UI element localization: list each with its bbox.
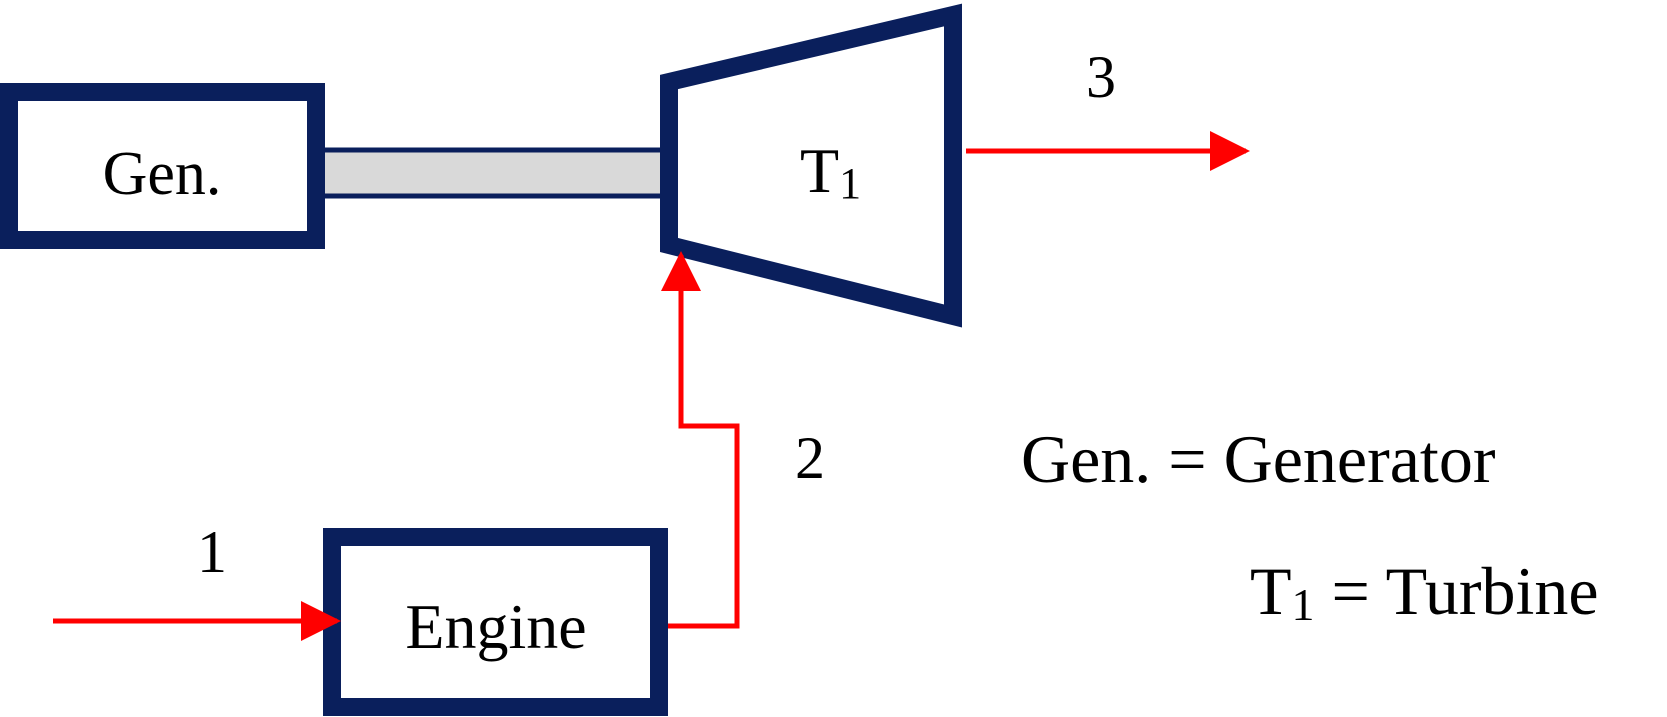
turbine-label-main: T: [800, 135, 839, 206]
turbine-label: T1: [800, 135, 861, 208]
stream-2-label: 2: [795, 425, 825, 491]
shaft: [319, 147, 673, 199]
engine-label: Engine: [405, 591, 586, 662]
legend-turbine-sub: 1: [1292, 579, 1315, 630]
legend-turbine-main: T: [1250, 553, 1292, 629]
turbine-shape: [660, 3, 962, 328]
generator-label: Gen.: [103, 140, 222, 208]
stream-1-label: 1: [197, 519, 227, 585]
stream-2-arrow: [661, 251, 740, 629]
legend-turbine: T1 = Turbine: [1250, 553, 1599, 630]
legend-generator: Gen. = Generator: [1021, 421, 1496, 497]
turbine-label-sub: 1: [839, 159, 861, 208]
stream-3-label: 3: [1086, 44, 1116, 110]
generator-box: [0, 83, 325, 249]
legend-turbine-text: = Turbine: [1315, 553, 1599, 629]
